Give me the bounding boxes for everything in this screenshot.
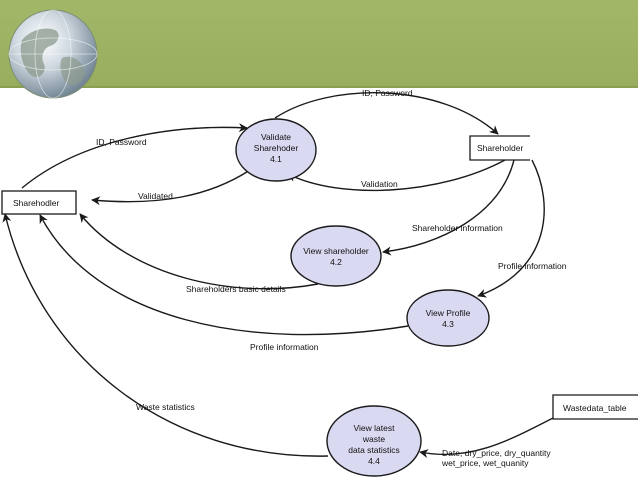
process-4-2: View shareholder 4.2	[290, 225, 382, 287]
flow-shareholders-basic-details	[79, 213, 319, 290]
label-id-password-top: ID, Password	[362, 88, 413, 98]
label-wet-price: wet_price, wet_quanity	[441, 458, 529, 468]
process-4-1-number: 4.1	[270, 154, 282, 164]
process-4-4-line-2: waste	[362, 434, 385, 444]
process-4-3-line-1: View Profile	[426, 308, 471, 318]
process-4-4: View latest waste data statistics 4.4	[326, 405, 422, 477]
flow-id-password-left	[21, 123, 248, 189]
entity-wastedata-table-label: Wastedata_table	[563, 403, 627, 413]
entity-sharehodler: Sharehodler	[1, 190, 77, 215]
label-profile-information-right: Profile information	[498, 261, 567, 271]
process-4-1-line-1: Validate	[261, 132, 291, 142]
process-4-1-line-2: Sharehoder	[254, 143, 299, 153]
flow-id-password-top	[274, 92, 499, 135]
process-4-3: View Profile 4.3	[406, 289, 490, 347]
entity-shareholder-label: Shareholder	[477, 143, 523, 153]
label-validated: Validated	[138, 191, 173, 201]
entity-shareholder: Shareholder	[469, 135, 530, 161]
process-4-2-line-1: View shareholder	[303, 246, 369, 256]
label-date-dry-price: Date, dry_price, dry_quantity	[442, 448, 551, 458]
flow-date-dry-price	[419, 417, 554, 458]
label-shareholders-basic-details: Shareholders basic details	[186, 284, 286, 294]
globe-icon	[8, 9, 98, 99]
process-4-1: Validate Sharehoder 4.1	[235, 118, 317, 182]
flow-shareholder-information	[382, 159, 515, 256]
label-shareholder-information: Shareholder information	[412, 223, 503, 233]
label-waste-statistics: Waste statistics	[136, 402, 195, 412]
process-4-4-line-3: data statistics	[348, 445, 400, 455]
process-4-4-number: 4.4	[368, 456, 380, 466]
entity-wastedata-table: Wastedata_table	[552, 394, 638, 420]
process-4-2-number: 4.2	[330, 257, 342, 267]
label-profile-information-left: Profile information	[250, 342, 319, 352]
process-4-3-number: 4.3	[442, 319, 454, 329]
flow-validation	[287, 159, 506, 192]
label-validation: Validation	[361, 179, 398, 189]
header-band	[0, 0, 638, 88]
entity-sharehodler-label: Sharehodler	[13, 198, 59, 208]
flow-profile-information-right	[477, 159, 545, 298]
label-id-password-left: ID, Password	[96, 137, 147, 147]
flow-profile-information-left	[39, 214, 409, 336]
header-band-rule	[0, 86, 638, 88]
flow-validated	[91, 169, 251, 206]
flow-waste-statistics	[2, 213, 329, 457]
process-4-4-line-1: View latest	[354, 423, 396, 433]
